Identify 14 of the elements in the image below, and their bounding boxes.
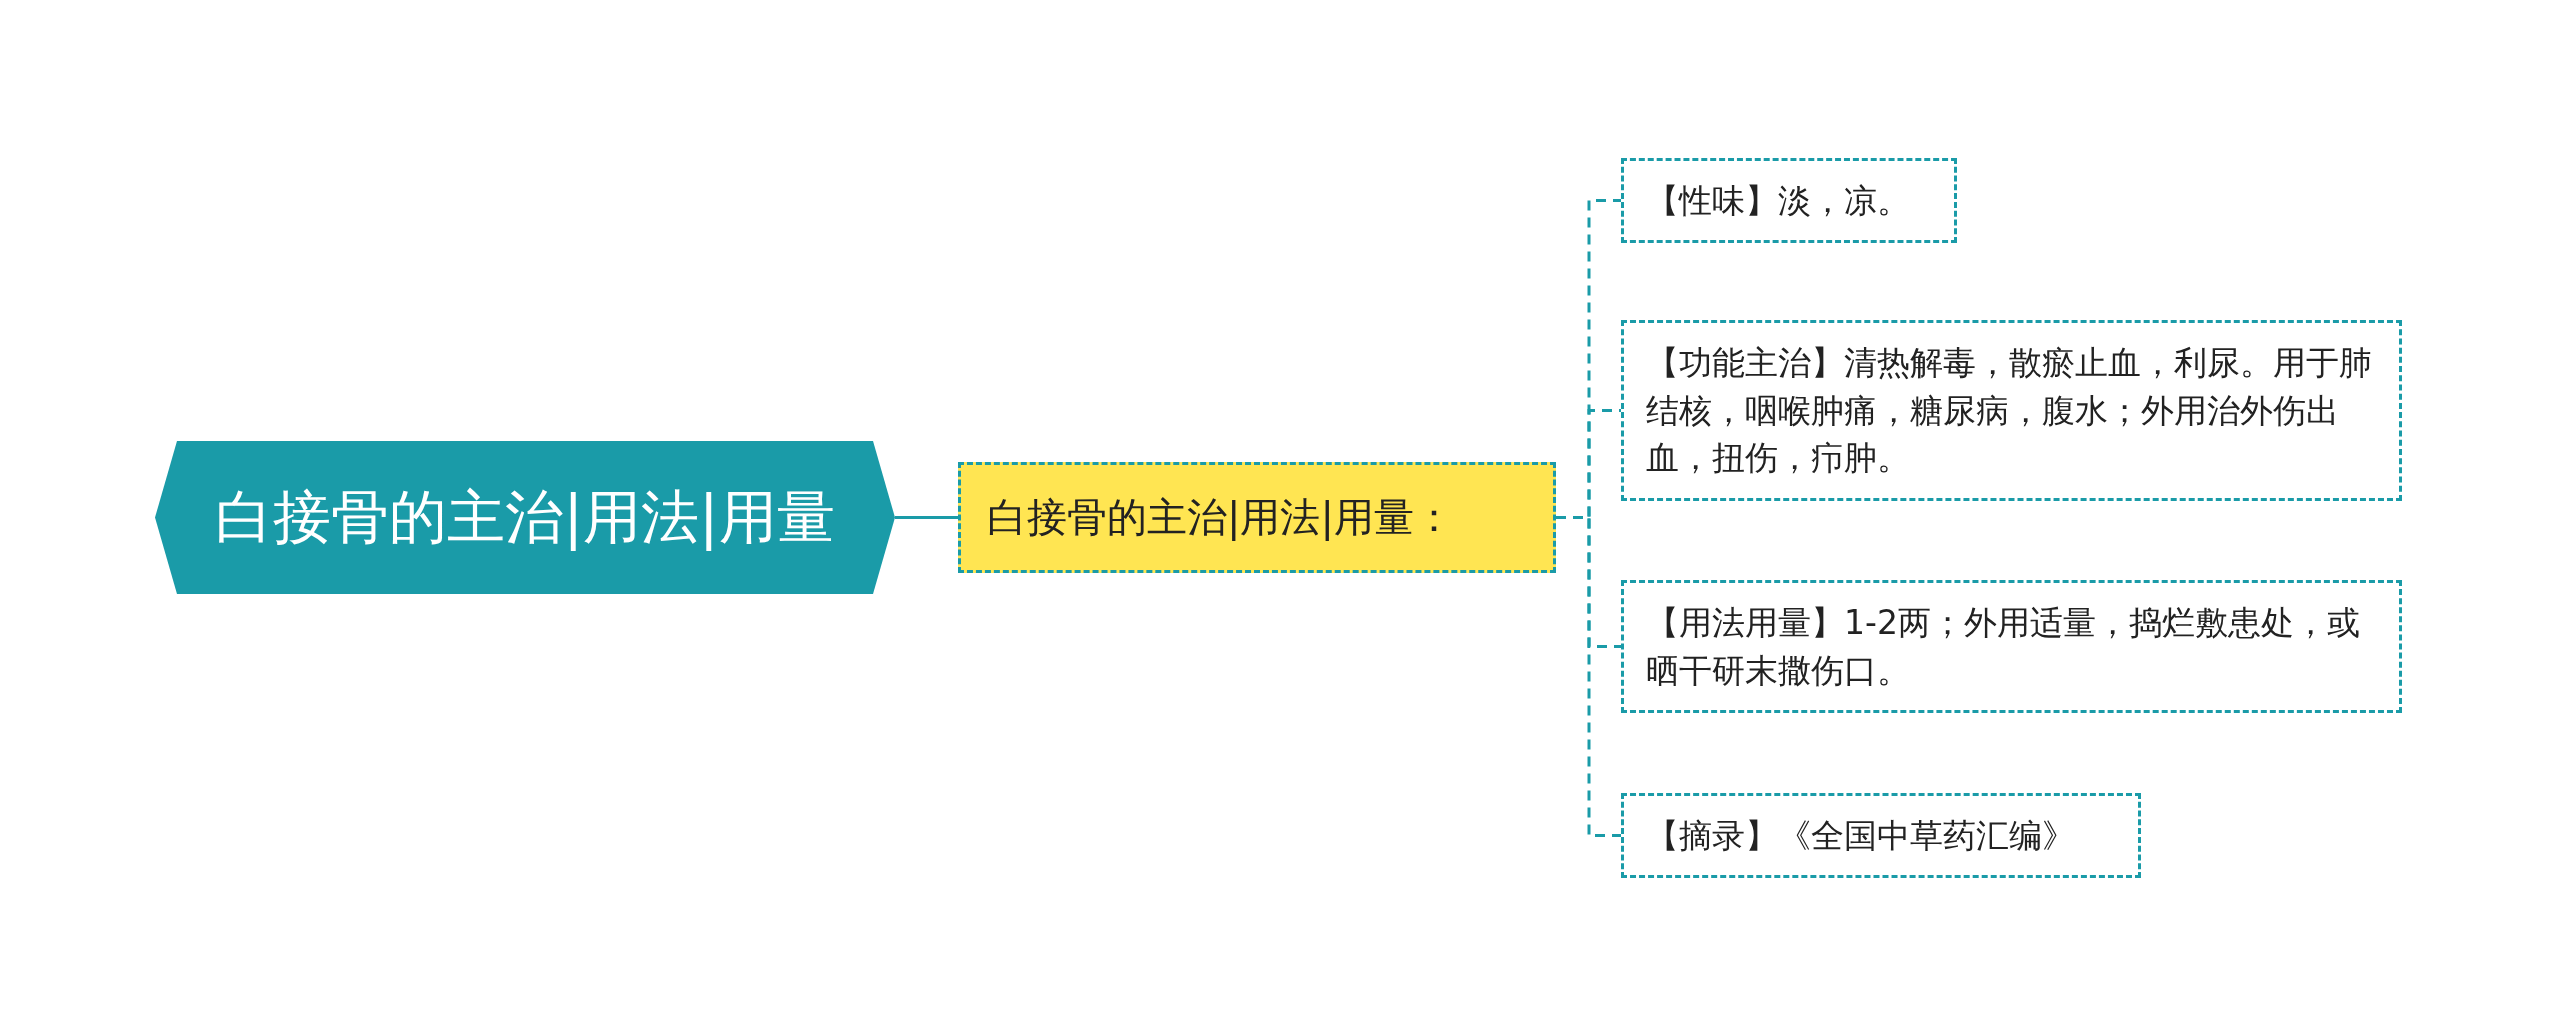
detail-box xyxy=(1621,580,2402,713)
node-text: 【性味】淡，凉。 xyxy=(1646,179,1910,222)
connector-line xyxy=(895,516,958,519)
node-text: 白接骨的主治|用法|用量 xyxy=(215,481,835,553)
detail-box xyxy=(1621,320,2402,501)
node-text: 【摘录】《全国中草药汇编》 xyxy=(1646,814,2075,857)
node-text: 【功能主治】清热解毒，散瘀止血，利尿。用于肺结核，咽喉肿痛，糖尿病，腹水；外用治外伤出血，扭伤，疖肿。 xyxy=(1646,341,2373,480)
detail-box xyxy=(1621,158,1957,243)
subtopic-box xyxy=(958,462,1556,573)
node-text: 【用法用量】1-2两；外用适量，捣烂敷患处，或晒干研末撒伤口。 xyxy=(1646,601,2361,692)
node-text: 白接骨的主治|用法|用量： xyxy=(987,493,1454,543)
topic-hexagon xyxy=(155,441,895,594)
connector-line xyxy=(1556,516,1621,837)
detail-box xyxy=(1621,793,2141,878)
